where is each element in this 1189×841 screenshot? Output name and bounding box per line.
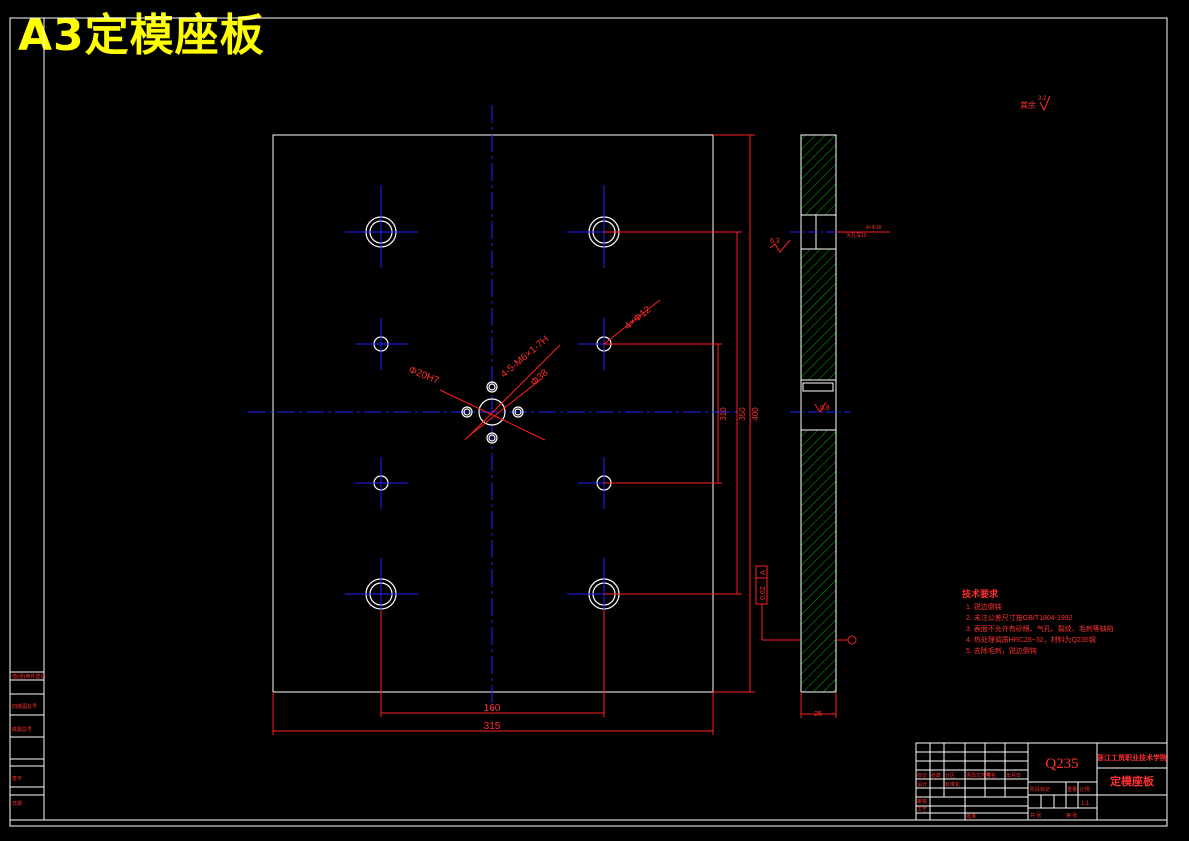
center-hole — [461, 381, 524, 444]
svg-text:设计: 设计 — [917, 781, 927, 788]
plate-outline — [272, 134, 714, 693]
title-block — [915, 742, 1168, 821]
svg-text:1:1: 1:1 — [1081, 801, 1090, 807]
dim-hole: Φ20H7 — [407, 365, 441, 387]
page-title: A3定模座板 — [18, 10, 265, 61]
svg-text:A: A — [760, 570, 767, 575]
svg-text:3. 表面不允许有砂眼、气孔、裂纹、毛刺等缺陷: 3. 表面不允许有砂眼、气孔、裂纹、毛刺等缺陷 — [966, 624, 1114, 633]
tech-requirements: 技术要求 1. 锐边倒钝 2. 未注公差尺寸按GB/T1804-1992 3. … — [962, 588, 1114, 655]
dim-350: 350 — [738, 407, 747, 421]
svg-text:2. 未注公差尺寸按GB/T1804-1992: 2. 未注公差尺寸按GB/T1804-1992 — [966, 613, 1073, 622]
dim-315: 315 — [484, 721, 501, 732]
svg-text:标记: 标记 — [917, 772, 927, 779]
svg-text:1. 锐边倒钝: 1. 锐边倒钝 — [966, 602, 1002, 611]
dim-310: 310 — [719, 407, 728, 421]
inner-frame — [43, 17, 1168, 821]
svg-text:工艺: 工艺 — [917, 807, 927, 813]
left-stamp-labels: 借(通)用件登记 旧底图总号 底图总号 签字 日期 — [12, 673, 45, 807]
svg-text:3.2: 3.2 — [1038, 96, 1047, 102]
svg-text:4×Φ18: 4×Φ18 — [866, 225, 881, 231]
dim-thickness: 25 — [814, 711, 822, 718]
title-block-labels: 标记 处数 分区 更改文件号 签名 年月日 设计 标准化 阶段标记 重量 比例 … — [917, 772, 1090, 820]
svg-text:更改文件号: 更改文件号 — [966, 772, 991, 779]
svg-text:批准: 批准 — [966, 813, 976, 820]
right-dimensions — [604, 134, 755, 693]
flatness-frame — [755, 565, 800, 641]
svg-text:4. 热处理调质HRC28~32，材料为Q235钢: 4. 热处理调质HRC28~32，材料为Q235钢 — [966, 635, 1096, 644]
svg-text:审核: 审核 — [917, 798, 927, 805]
svg-text:6.3: 6.3 — [770, 238, 780, 245]
material: Q235 — [1045, 756, 1078, 772]
svg-text:年月日: 年月日 — [1006, 772, 1021, 779]
svg-text:借(通)用件登记: 借(通)用件登记 — [12, 673, 45, 680]
svg-text:5. 去除毛刺，锐边倒钝: 5. 去除毛刺，锐边倒钝 — [966, 646, 1037, 655]
school-name: 浙江工贸职业技术学院 — [1097, 753, 1167, 762]
side-section — [800, 134, 837, 693]
svg-text:第 张: 第 张 — [1066, 812, 1077, 819]
left-stamp-block — [9, 671, 45, 821]
svg-text:签名: 签名 — [986, 772, 996, 779]
svg-text:重量: 重量 — [1067, 786, 1077, 793]
svg-text:其余: 其余 — [1020, 100, 1036, 110]
dim-400: 400 — [751, 407, 760, 421]
svg-text:旧底图总号: 旧底图总号 — [12, 703, 37, 710]
svg-text:沉孔深10: 沉孔深10 — [846, 232, 867, 239]
svg-text:签字: 签字 — [12, 775, 22, 782]
outer-frame — [9, 17, 1168, 827]
side-leaders — [769, 231, 890, 718]
bottom-dimensions — [272, 610, 714, 735]
svg-text:底图总号: 底图总号 — [12, 726, 32, 733]
part-name: 定模座板 — [1110, 774, 1155, 788]
svg-text:0.8: 0.8 — [820, 405, 830, 412]
svg-text:技术要求: 技术要求 — [962, 588, 999, 599]
dim-bolt: 4×Φ12 — [623, 304, 654, 332]
svg-text:日期: 日期 — [12, 801, 22, 807]
svg-text:标准化: 标准化 — [945, 781, 960, 788]
dim-160: 160 — [484, 703, 501, 714]
svg-text:处数: 处数 — [931, 772, 941, 779]
svg-text:阶段标记: 阶段标记 — [1030, 786, 1050, 793]
roughness-symbol: 其余 3.2 — [1020, 95, 1051, 112]
dim-center: Φ38 — [529, 367, 551, 388]
svg-text:0.02: 0.02 — [760, 586, 767, 600]
center-lines — [248, 105, 740, 715]
svg-text:比例: 比例 — [1080, 786, 1090, 793]
svg-text:分区: 分区 — [945, 772, 955, 779]
svg-text:共 张: 共 张 — [1030, 812, 1041, 819]
center-leaders — [439, 299, 661, 441]
